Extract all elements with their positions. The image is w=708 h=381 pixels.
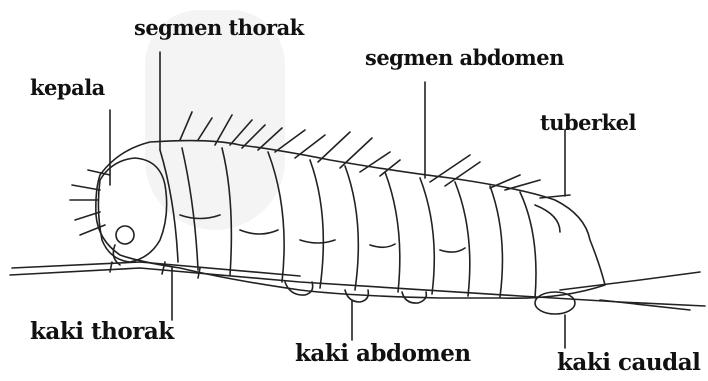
label-segmen-thorak: segmen thorak: [134, 15, 304, 40]
head: [98, 158, 166, 262]
label-tuberkel: tuberkel: [540, 110, 636, 135]
label-kaki-caudal: kaki caudal: [557, 349, 700, 376]
label-kepala: kepala: [30, 75, 105, 100]
label-segmen-abdomen: segmen abdomen: [365, 45, 564, 70]
label-kaki-thorak: kaki thorak: [30, 318, 174, 345]
label-kaki-abdomen: kaki abdomen: [295, 340, 471, 367]
